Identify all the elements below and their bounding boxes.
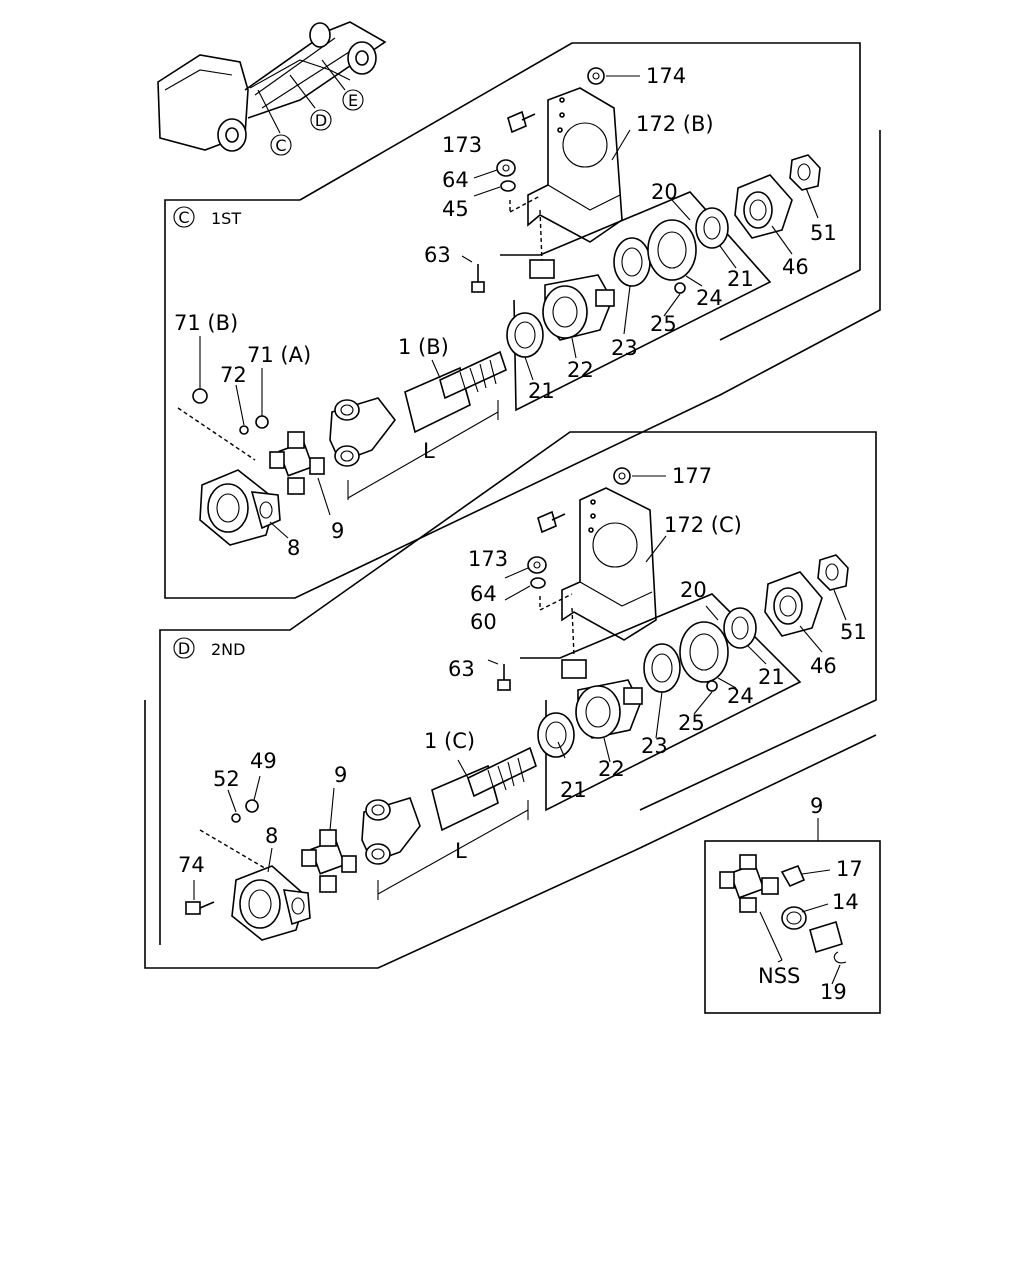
inset-universal-joint (704, 818, 881, 1014)
callout-51: 51 (810, 221, 837, 245)
callout-71b: 71 (B) (174, 311, 238, 335)
callout-45: 45 (442, 197, 469, 221)
callout-174: 174 (646, 64, 686, 88)
callout-nss: NSS (758, 964, 800, 988)
callout-9: 9 (331, 519, 344, 543)
section-title-1st: 1ST (211, 209, 241, 228)
section-label-2nd: D 2ND (173, 637, 245, 659)
callout-21-lower: 21 (528, 379, 555, 403)
section-id-1st: C (178, 208, 189, 227)
callout-72: 72 (220, 363, 247, 387)
callout-46-2nd: 46 (810, 654, 837, 678)
truck-locator-illustration: C D E (157, 21, 387, 156)
callout-51-2nd: 51 (840, 620, 867, 644)
callout-173-2nd: 173 (468, 547, 508, 571)
callout-19: 19 (820, 980, 847, 1004)
truck-marker-c: C (275, 136, 286, 155)
callout-l-2nd: L (455, 839, 467, 863)
callout-172c: 172 (C) (664, 513, 742, 537)
callout-9-inset: 9 (810, 794, 823, 818)
callout-20: 20 (651, 180, 678, 204)
callout-173: 173 (442, 133, 482, 157)
callout-64-2nd: 64 (470, 582, 497, 606)
callout-25: 25 (650, 312, 677, 336)
section-2nd-parts (185, 467, 849, 941)
callout-24: 24 (696, 286, 723, 310)
callout-64: 64 (442, 168, 469, 192)
truck-marker-d: D (315, 111, 327, 130)
callouts-inset: 9 17 14 NSS 19 (758, 794, 863, 1004)
callout-22-2nd: 22 (598, 757, 625, 781)
callout-172b: 172 (B) (636, 112, 714, 136)
callout-21-upper: 21 (727, 267, 754, 291)
callout-21-upper-2nd: 21 (758, 665, 785, 689)
callout-9-2nd: 9 (334, 763, 347, 787)
callout-22: 22 (567, 358, 594, 382)
callouts-1st: 174 173 172 (B) 64 45 20 51 46 63 21 24 … (174, 64, 837, 560)
section-frames (144, 42, 881, 969)
truck-marker-e: E (348, 91, 358, 110)
callout-74: 74 (178, 853, 205, 877)
callout-49: 49 (250, 749, 277, 773)
callout-25-2nd: 25 (678, 711, 705, 735)
callout-24-2nd: 24 (727, 684, 754, 708)
callout-17: 17 (836, 857, 863, 881)
callout-23-2nd: 23 (641, 734, 668, 758)
callouts-2nd: 177 173 172 (C) 64 60 20 51 46 63 21 24 … (178, 464, 867, 877)
callout-14: 14 (832, 890, 859, 914)
callout-1c: 1 (C) (424, 729, 475, 753)
callout-23: 23 (611, 336, 638, 360)
callout-21-lower-2nd: 21 (560, 778, 587, 802)
callout-1b: 1 (B) (398, 335, 449, 359)
callout-60: 60 (470, 610, 497, 634)
callout-20-2nd: 20 (680, 578, 707, 602)
callout-63-2nd: 63 (448, 657, 475, 681)
section-id-2nd: D (178, 639, 190, 658)
callout-46: 46 (782, 255, 809, 279)
callout-l-1st: L (423, 439, 435, 463)
section-title-2nd: 2ND (211, 640, 245, 659)
callout-8: 8 (287, 536, 300, 560)
section-label-1st: C 1ST (173, 206, 241, 228)
section-1st-parts (177, 67, 821, 546)
callout-52: 52 (213, 767, 240, 791)
callout-63: 63 (424, 243, 451, 267)
callout-177: 177 (672, 464, 712, 488)
callout-8-2nd: 8 (265, 824, 278, 848)
callout-71a: 71 (A) (247, 343, 311, 367)
